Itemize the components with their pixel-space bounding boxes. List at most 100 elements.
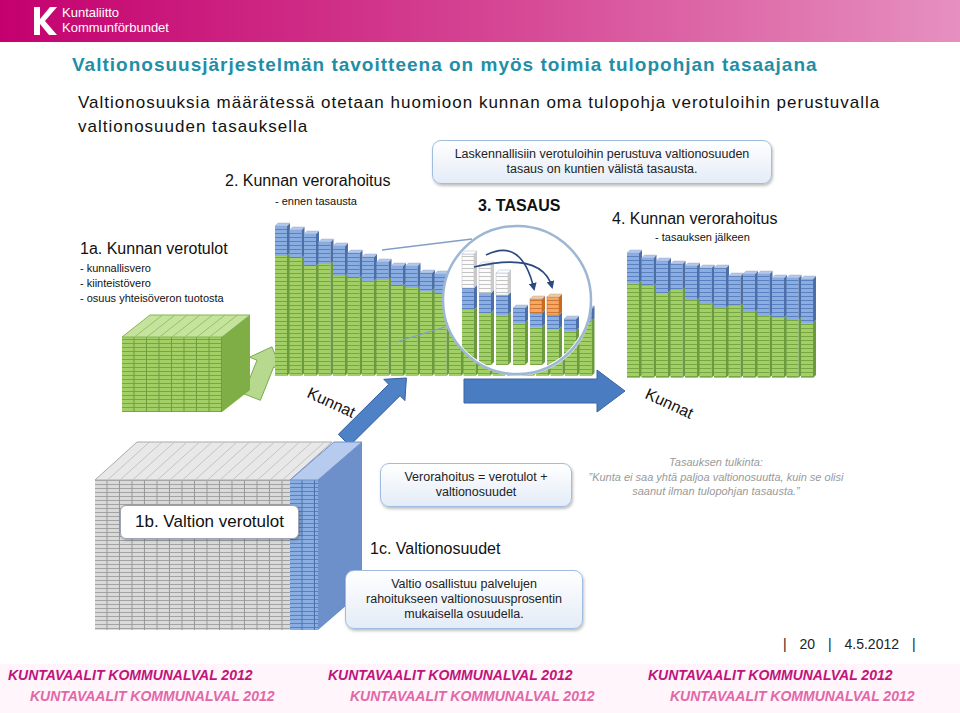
bar-segment [479, 265, 491, 293]
slice-label: 1c. Valtionosuudet [370, 540, 500, 558]
bar-segment [656, 261, 668, 293]
illustration-part [258, 442, 300, 480]
chart-after: 4. Kunnan verorahoitus- tasauksen jälkee… [625, 245, 818, 405]
illustration-part [195, 442, 237, 480]
bar-segment [479, 293, 491, 313]
bar-segment [406, 266, 418, 288]
text-anchor: 3. TASAUS [478, 197, 560, 215]
big-arrow [464, 370, 625, 412]
illustration-part [513, 305, 528, 308]
illustration-part [290, 227, 305, 230]
illustration-part [474, 307, 477, 365]
illustration-part [559, 294, 562, 315]
text-anchor: - kiinteistövero [80, 277, 151, 289]
note-box: Valtio osallistuu palvelujen rahoituksee… [345, 570, 583, 629]
bar-segment [513, 308, 525, 323]
text-anchor: KUNTAVAALIT KOMMUNALVAL 2012 [328, 667, 573, 683]
bar-segment [758, 274, 770, 316]
chart-heading: 2. Kunnan verorahoitus [225, 172, 390, 190]
zoom-line [382, 239, 472, 250]
illustration-part [813, 276, 816, 323]
text-anchor: KUNTAVAALIT KOMMUNALVAL 2012 [30, 688, 275, 704]
text-anchor: | 20 | 4.5.2012 | [783, 636, 916, 652]
illustration-part [656, 258, 671, 261]
text-anchor: 4. Kunnan verorahoitus [612, 210, 777, 228]
illustration-part [685, 263, 700, 266]
bar-segment [462, 254, 474, 288]
illustration-part [491, 290, 494, 313]
bar-segment [348, 278, 360, 376]
box-text: Laskennallisiin verotuloihin perustuva v… [443, 147, 761, 177]
bar-segment [714, 268, 726, 308]
banner-text: KUNTAVAALIT KOMMUNALVAL 2012 [8, 667, 253, 683]
text-anchor: 2. Kunnan verorahoitus [225, 172, 390, 190]
bar-segment [406, 288, 418, 376]
bar-segment [787, 320, 799, 378]
illustration-part [671, 261, 686, 264]
logo-text: Kuntaliitto [62, 5, 119, 20]
stack-front [122, 337, 222, 412]
block-front [95, 480, 290, 630]
illustration-part [508, 270, 511, 295]
bar-segment [530, 299, 542, 313]
bar-segment [700, 304, 712, 378]
subtitle: Valtionosuuksia määrätessä otetaan huomi… [78, 91, 890, 139]
illustration-part [642, 255, 657, 258]
bar-segment [627, 253, 639, 283]
bar-segment [304, 266, 316, 376]
bar-segment [801, 279, 813, 323]
magnifier-circle [443, 226, 591, 374]
illustration-part [576, 328, 579, 365]
banner-text: KUNTAVAALIT KOMMUNALVAL 2012 [328, 667, 573, 683]
text-anchor: 1a. Kunnan verotulot [80, 240, 228, 258]
banner-text: KUNTAVAALIT KOMMUNALVAL 2012 [350, 688, 595, 704]
list-item: - kunnallisvero [80, 262, 151, 274]
text-anchor: - tasauksen jälkeen [655, 231, 750, 243]
bar-segment [462, 288, 474, 310]
illustration-part [120, 442, 162, 480]
chart-subheading: - ennen tasausta [275, 195, 357, 207]
equalization-circle: 3. TASAUS [442, 225, 592, 375]
bar-segment [700, 268, 712, 304]
text-anchor: 1b. Valtion verotulot [120, 505, 299, 539]
bar-segment [547, 329, 559, 365]
text-anchor: Kommunförbundet [62, 20, 169, 35]
slice-front [290, 480, 318, 630]
illustration-part [491, 262, 494, 293]
illustration-part [183, 442, 225, 480]
illustration-part [145, 442, 187, 480]
illustration-part [160, 315, 188, 337]
illustration-part [813, 320, 816, 378]
illustration-part [158, 442, 200, 480]
box-text: Verorahoitus = verotulot + valtionosuude… [391, 470, 561, 500]
illustration-part [714, 265, 729, 268]
illustration-part [564, 316, 579, 319]
bar-segment [627, 283, 639, 378]
equalization-circle-drawing [442, 225, 592, 375]
text-anchor: Kuntaliitto [62, 5, 119, 20]
logo-shape [34, 7, 57, 35]
text-anchor: - ennen tasausta [275, 195, 357, 207]
bar-segment [642, 258, 654, 286]
municipal-tax-stack: 1a. Kunnan verotulot- kunnallisvero- kii… [122, 312, 252, 412]
note-heading: Tasauksen tulkinta: [585, 455, 847, 469]
list-item: - osuus yhteisöveron tuotosta [80, 292, 224, 304]
illustration-part [333, 243, 348, 246]
illustration-part [542, 324, 545, 365]
illustration-part [525, 320, 528, 365]
illustration-part [133, 442, 175, 480]
illustration-part [197, 315, 225, 337]
bar-segment [319, 264, 331, 376]
axis-label: Kunnat [304, 384, 358, 422]
bar-segment [290, 258, 302, 376]
text-anchor: Tasauksen tulkinta: [585, 455, 847, 469]
bar-segment [530, 313, 542, 327]
illustration-part [377, 259, 392, 262]
illustration-part [275, 223, 290, 226]
banner-text: KUNTAVAALIT KOMMUNALVAL 2012 [670, 688, 915, 704]
bar-segment [362, 281, 374, 376]
illustration-part [362, 254, 377, 257]
callout-box: Laskennallisiin verotuloihin perustuva v… [432, 140, 772, 184]
text-anchor: KUNTAVAALIT KOMMUNALVAL 2012 [8, 667, 253, 683]
illustration-part [462, 251, 477, 254]
